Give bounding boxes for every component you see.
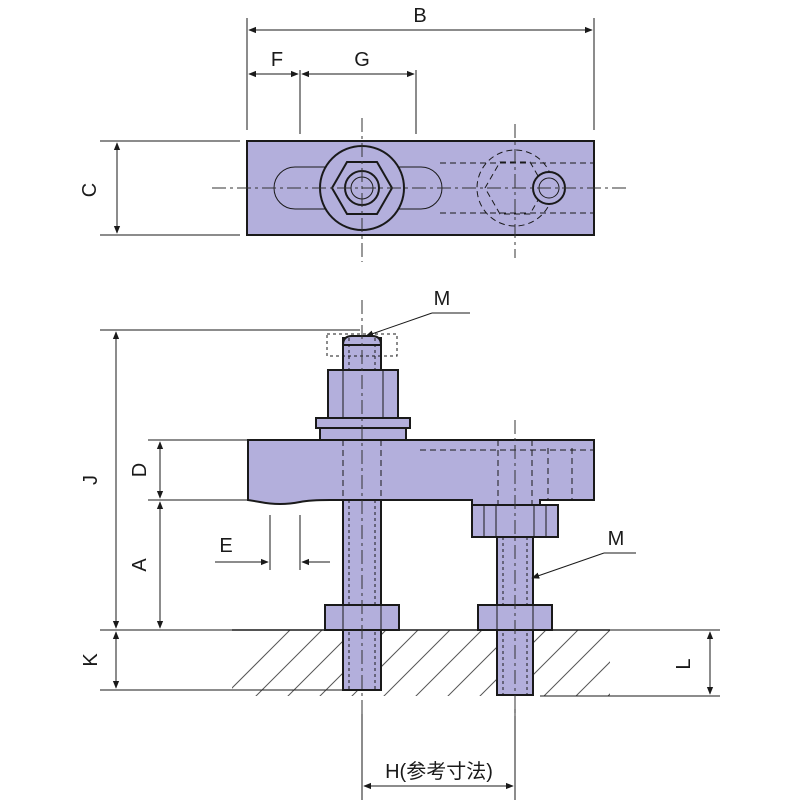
label-H: H(参考寸法) xyxy=(385,760,493,783)
label-B: B xyxy=(413,5,426,27)
label-A: A xyxy=(129,558,151,572)
label-F: F xyxy=(271,49,283,71)
ground-hatch xyxy=(232,630,610,696)
label-K: K xyxy=(80,653,102,667)
washer-side xyxy=(315,417,411,429)
label-D: D xyxy=(129,463,151,477)
slot xyxy=(273,166,443,210)
label-M-top: M xyxy=(434,288,451,310)
plan-view: B F G C xyxy=(79,5,628,262)
label-J: J xyxy=(80,475,102,485)
leader-M-top xyxy=(365,312,433,337)
side-view: J D A E K L H(参考寸法) M M xyxy=(80,288,720,800)
upper-nut xyxy=(327,369,399,419)
label-G: G xyxy=(354,49,370,71)
label-C: C xyxy=(79,183,101,197)
label-E: E xyxy=(219,535,232,557)
leader-M-side xyxy=(531,552,605,579)
washer-side-lower xyxy=(319,427,407,441)
label-L: L xyxy=(673,658,695,669)
label-M-side: M xyxy=(608,528,625,550)
